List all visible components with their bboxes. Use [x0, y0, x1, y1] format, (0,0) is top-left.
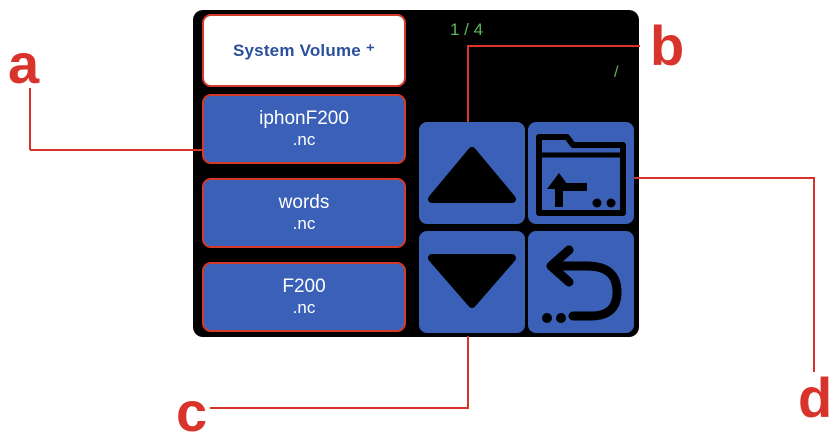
- callout-line-c: [210, 336, 469, 409]
- folder-parent-icon: [536, 134, 626, 216]
- file-ext: .nc: [292, 214, 316, 233]
- file-item-1[interactable]: iphonF200 .nc: [202, 94, 406, 164]
- back-icon: [542, 245, 622, 323]
- system-volume-label: System Volume ⁺: [232, 40, 376, 60]
- callout-label-c: c: [176, 380, 208, 443]
- arrow-up-icon: [428, 147, 516, 203]
- arrow-down-icon: [428, 254, 516, 308]
- callout-line-d: [634, 177, 815, 372]
- file-item-2[interactable]: words .nc: [202, 178, 406, 248]
- scroll-down-button[interactable]: [419, 231, 525, 333]
- callout-label-a: a: [8, 32, 40, 95]
- file-name: F200: [282, 276, 326, 297]
- callout-line-b: [467, 45, 640, 122]
- file-name: iphonF200: [259, 108, 349, 129]
- scroll-up-button[interactable]: [419, 122, 525, 224]
- path-indicator: /: [614, 64, 619, 81]
- callout-label-d: d: [798, 366, 833, 429]
- back-button[interactable]: [528, 231, 634, 333]
- file-ext: .nc: [292, 298, 316, 317]
- system-volume-button[interactable]: System Volume ⁺: [202, 14, 406, 87]
- file-ext: .nc: [292, 130, 316, 149]
- file-name: words: [278, 192, 330, 213]
- file-item-3[interactable]: F200 .nc: [202, 262, 406, 332]
- parent-folder-button[interactable]: [528, 122, 634, 224]
- page-indicator: 1 / 4: [450, 20, 484, 39]
- callout-label-b: b: [650, 14, 685, 77]
